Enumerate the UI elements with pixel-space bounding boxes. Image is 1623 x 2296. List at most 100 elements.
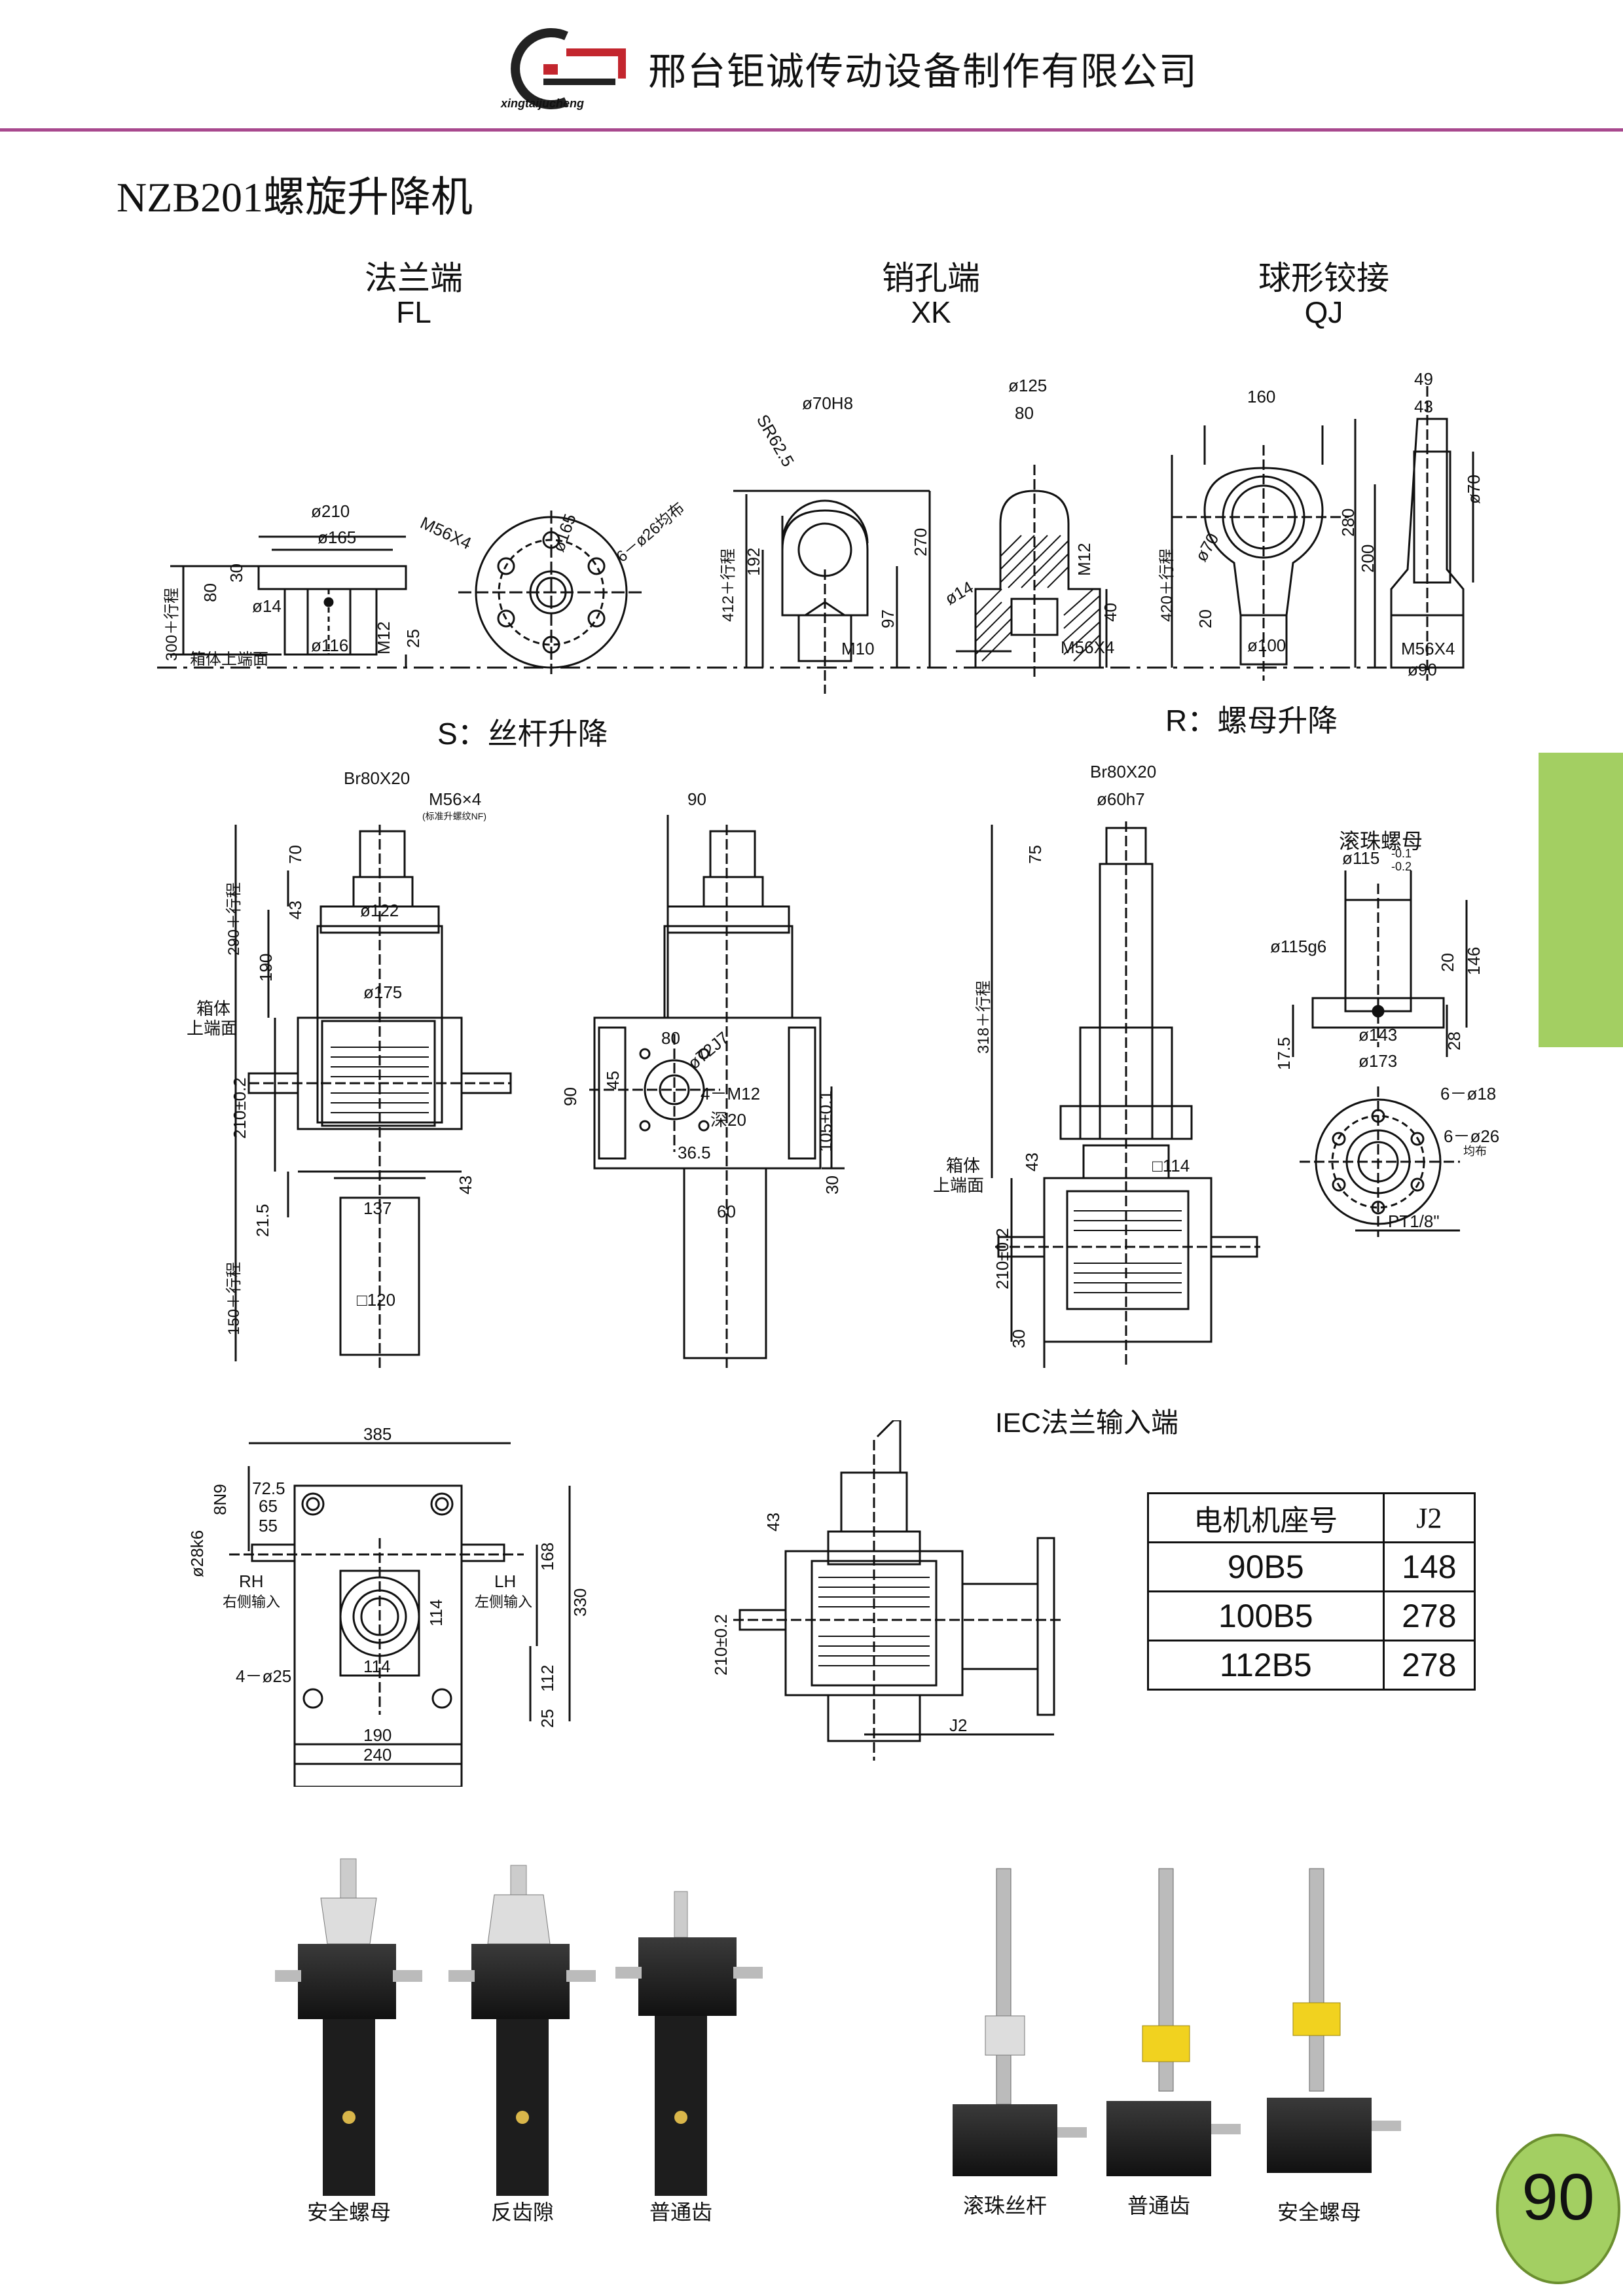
s-w137: 137 xyxy=(363,1198,392,1218)
s-side-h90: 90 xyxy=(560,1087,580,1106)
qj-ball-eye xyxy=(1203,467,1324,617)
side-tab xyxy=(1539,753,1623,1047)
fl-h30: 30 xyxy=(227,564,246,583)
r-gearbox xyxy=(1043,1177,1213,1343)
section-s: S：丝杆升降 xyxy=(437,717,608,751)
qj-thread: M56X4 xyxy=(1401,639,1455,658)
tv-h168: 168 xyxy=(538,1543,557,1571)
ballnut-pt: PT1/8" xyxy=(1388,1211,1440,1231)
ballnut-tol-dn: -0.2 xyxy=(1391,860,1412,873)
s-h215: 21.5 xyxy=(253,1204,272,1237)
qj-w160: 160 xyxy=(1247,387,1275,406)
fl-h25: 25 xyxy=(403,629,423,648)
s-d175: ø175 xyxy=(363,982,402,1002)
xk-heading: 销孔端 xyxy=(882,260,980,296)
qj-d70b: ø70 xyxy=(1464,475,1484,504)
s-h43b: 43 xyxy=(456,1175,475,1194)
motor-table-header: J2 xyxy=(1382,1492,1476,1543)
end-type-drawings: ø210 ø165 ø14 ø116 30 80 300＋行程 M12 25 箱… xyxy=(157,369,1484,694)
bottom-drawings: 385 72.5 65 55 8N9 ø28k6 RH 右侧输入 LH 左侧输入… xyxy=(187,1420,1061,1787)
iec-j2: J2 xyxy=(949,1715,967,1735)
motor-table-header: 电机机座号 xyxy=(1147,1492,1385,1543)
ballnut-h28: 28 xyxy=(1444,1031,1464,1050)
tv-w725: 72.5 xyxy=(252,1479,285,1498)
photo-standard-gear-2 xyxy=(1106,1868,1241,2176)
qj-heading: 球形铰接 xyxy=(1258,260,1389,296)
s-br: Br80X20 xyxy=(344,768,410,788)
tv-w65: 65 xyxy=(259,1496,278,1516)
s-side-w80: 80 xyxy=(661,1028,680,1048)
s-side-tube xyxy=(683,1167,767,1359)
fl-holes: 6－ø26均布 xyxy=(613,499,688,565)
top-view-body xyxy=(293,1484,463,1787)
tv-w55: 55 xyxy=(259,1516,278,1535)
page-number-badge xyxy=(1496,2134,1620,2284)
s-protective-tube xyxy=(339,1196,420,1356)
s-side-w90: 90 xyxy=(687,789,706,809)
ballnut-heading: 滚珠螺母 xyxy=(1339,829,1423,853)
s-thread-note: (标准升螺纹NF) xyxy=(422,811,486,821)
fl-d116: ø116 xyxy=(311,636,348,655)
s-side-d72: ø72J7 xyxy=(684,1028,733,1073)
iec-flange xyxy=(1036,1537,1055,1716)
qj-d100: ø100 xyxy=(1247,636,1286,655)
tv-w240: 240 xyxy=(363,1745,392,1765)
s-side-h45: 45 xyxy=(603,1071,623,1090)
xk-sr: SR62.5 xyxy=(753,411,798,470)
photo-anti-backlash xyxy=(448,1865,596,2196)
ballnut-holes18: 6－ø18 xyxy=(1440,1084,1496,1103)
s-side-h105: 105±0.1 xyxy=(816,1090,835,1152)
s-side-depth: 深20 xyxy=(710,1110,746,1130)
tv-rh: RH xyxy=(239,1571,264,1591)
r-h210: 210±0.2 xyxy=(993,1228,1012,1289)
qj-code: QJ xyxy=(1304,295,1343,329)
s-stroke: 290＋行程 xyxy=(225,882,243,956)
xk-d70: ø70H8 xyxy=(802,393,853,413)
s-h70: 70 xyxy=(285,845,305,864)
s-side-h30: 30 xyxy=(822,1175,842,1194)
tv-rh-cn: 右侧输入 xyxy=(223,1594,280,1610)
ballnut-d143: ø143 xyxy=(1359,1025,1397,1045)
s-sq120: □120 xyxy=(357,1290,395,1310)
iec-h210: 210±0.2 xyxy=(711,1614,731,1676)
tv-key: 8N9 xyxy=(210,1484,230,1515)
tv-w190: 190 xyxy=(363,1725,392,1745)
header-divider xyxy=(0,128,1623,132)
ballnut-d173: ø173 xyxy=(1359,1051,1397,1071)
caption-ball-screw: 滚珠丝杆 xyxy=(962,2194,1047,2217)
motor-table-cell: 148 xyxy=(1382,1541,1476,1592)
fl-heading: 法兰端 xyxy=(365,260,463,296)
s-side-m12: 4－M12 xyxy=(701,1084,760,1103)
xk-h270: 270 xyxy=(911,528,930,556)
caption-standard-gear-2: 普通齿 xyxy=(1127,2194,1190,2217)
s-h43: 43 xyxy=(285,901,305,920)
ballnut-h175: 17.5 xyxy=(1274,1037,1294,1070)
qj-d70: ø70 xyxy=(1191,529,1222,565)
ballnut-even: 均布 xyxy=(1463,1145,1487,1158)
fl-code: FL xyxy=(396,295,431,329)
motor-table-cell: 100B5 xyxy=(1147,1590,1385,1641)
r-box-top-2: 上端面 xyxy=(933,1175,984,1195)
r-stroke: 318＋行程 xyxy=(975,980,993,1054)
s-h190: 190 xyxy=(256,954,276,982)
qj-d90: ø90 xyxy=(1408,660,1437,679)
tv-holes: 4－ø25 xyxy=(236,1666,291,1686)
qj-w43: 43 xyxy=(1414,397,1433,416)
xk-code: XK xyxy=(911,295,951,329)
fl-thread: M56X4 xyxy=(417,512,474,553)
qj-w49: 49 xyxy=(1414,369,1433,389)
ballnut-d115a: ø115 xyxy=(1342,848,1379,868)
qj-h280: 280 xyxy=(1338,509,1358,537)
r-box-top-1: 箱体 xyxy=(946,1156,980,1175)
caption-anti-backlash: 反齿隙 xyxy=(490,2200,554,2224)
s-box-top-2: 上端面 xyxy=(187,1018,238,1038)
s-box-top-1: 箱体 xyxy=(196,999,230,1018)
xk-thread: M56X4 xyxy=(1061,637,1114,657)
r-d60: ø60h7 xyxy=(1097,789,1145,809)
tv-w114: 114 xyxy=(363,1657,390,1676)
iec-heading: IEC法兰输入端 xyxy=(995,1407,1179,1438)
motor-table-cell: 90B5 xyxy=(1147,1541,1385,1592)
tv-h25: 25 xyxy=(538,1709,557,1728)
photo-ball-screw xyxy=(953,1868,1087,2176)
tv-h114: 114 xyxy=(426,1600,446,1626)
